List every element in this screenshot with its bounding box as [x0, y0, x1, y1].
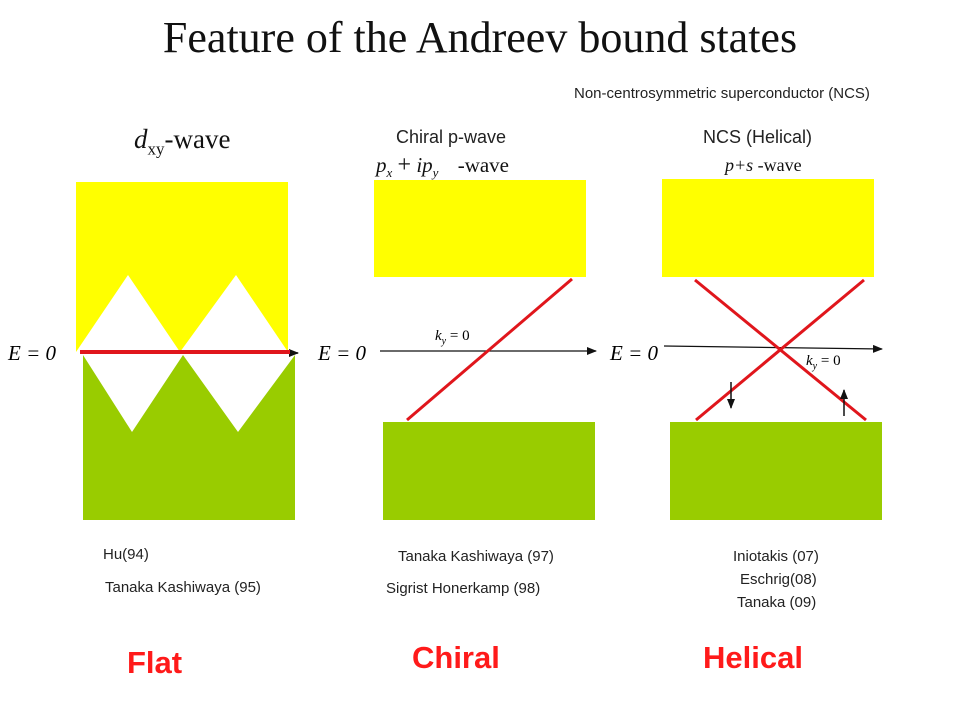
- chiral-formula-ip: ip: [416, 153, 433, 177]
- chiral-formula-plus: +: [397, 152, 412, 178]
- chiral-ky-sub: y: [441, 336, 447, 347]
- chiral-panel: E = 0 ky = 0: [317, 180, 597, 520]
- helical-category-label: Helical: [703, 640, 803, 675]
- dxy-panel: E = 0: [7, 182, 299, 520]
- ncs-ky-label: ky = 0: [806, 353, 841, 372]
- ncs-helical-branch-2: [695, 278, 865, 422]
- ncs-lower-gap: [670, 422, 882, 520]
- ncs-ky-k: k: [806, 353, 813, 369]
- ncs-ky-eq: = 0: [817, 353, 840, 369]
- dxy-ref-1: Hu(94): [103, 546, 149, 563]
- chiral-ky-k: k: [435, 328, 442, 344]
- dxy-wave-label: dxy-wave: [134, 124, 230, 159]
- ncs-note: Non-centrosymmetric superconductor (NCS): [574, 85, 870, 102]
- ncs-label: NCS (Helical): [703, 127, 813, 147]
- dxy-ref-2: Tanaka Kashiwaya (95): [105, 579, 261, 596]
- chiral-edge-state: [406, 277, 573, 422]
- ncs-ref-2: Eschrig(08): [740, 571, 817, 588]
- dxy-label-sub: xy: [147, 139, 165, 159]
- chiral-axis-label: E = 0: [317, 341, 366, 365]
- ncs-ref-3: Tanaka (09): [737, 594, 817, 611]
- chiral-lower-gap: [383, 422, 595, 520]
- ncs-upper-gap: [662, 179, 874, 277]
- chiral-formula-sub-y: y: [432, 165, 439, 181]
- ncs-energy-axis: [663, 344, 883, 353]
- ncs-ref-1: Iniotakis (07): [733, 548, 819, 565]
- chiral-category-label: Chiral: [412, 640, 500, 675]
- dxy-label-rest: -wave: [164, 124, 231, 154]
- chiral-ky-label: ky = 0: [435, 328, 470, 347]
- chiral-ref-2: Sigrist Honerkamp (98): [386, 580, 541, 597]
- chiral-formula: px + ipy -wave: [376, 152, 509, 181]
- ncs-formula-wave: -wave: [757, 155, 802, 175]
- ncs-panel: E = 0 ky = 0: [609, 179, 883, 520]
- dxy-label-d: d: [134, 124, 148, 154]
- flat-category-label: Flat: [127, 645, 183, 680]
- page-title: Feature of the Andreev bound states: [162, 13, 798, 62]
- chiral-formula-wave: -wave: [457, 153, 510, 177]
- ncs-axis-label: E = 0: [609, 341, 658, 365]
- chiral-ref-1: Tanaka Kashiwaya (97): [398, 548, 554, 565]
- chiral-label: Chiral p-wave: [396, 127, 507, 147]
- chiral-upper-gap: [374, 180, 586, 277]
- ncs-ky-sub: y: [812, 361, 818, 372]
- dxy-upper-nodes: [76, 275, 288, 352]
- chiral-formula-sub-x: x: [386, 165, 393, 181]
- dxy-lower-nodes: [83, 355, 295, 432]
- ncs-formula-ps: p+s: [725, 155, 754, 175]
- ncs-formula: p+s -wave: [725, 155, 802, 176]
- chiral-formula-p: p: [376, 153, 387, 177]
- dxy-axis-label: E = 0: [7, 341, 56, 365]
- chiral-ky-eq: = 0: [446, 328, 469, 344]
